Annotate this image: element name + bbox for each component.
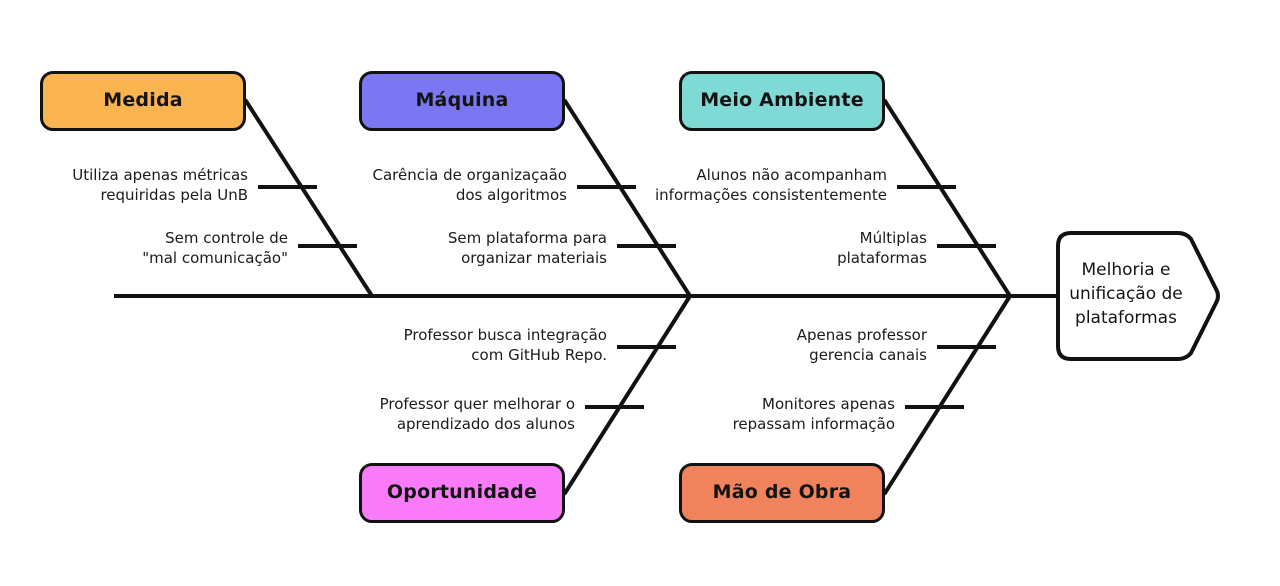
category-label-maquina: Máquina [415,89,509,112]
cause-medida-1: Utiliza apenas métricas requiridas pela … [72,166,248,205]
rib-medida [244,99,374,298]
category-box-meio-ambiente[interactable]: Meio Ambiente [679,71,885,131]
category-label-oportunidade: Oportunidade [386,481,538,504]
rib-oportunidade [563,294,692,495]
category-box-oportunidade[interactable]: Oportunidade [359,463,565,523]
category-box-mao-de-obra[interactable]: Mão de Obra [679,463,885,523]
rib-maquina [563,99,692,298]
cause-maquina-2: Sem plataforma para organizar materiais [447,229,607,268]
category-label-medida: Medida [103,89,183,112]
category-label-meio-ambiente: Meio Ambiente [700,89,864,112]
category-box-maquina[interactable]: Máquina [359,71,565,131]
rib-mao-de-obra [883,294,1012,495]
cause-maquina-1: Carência de organizaçaão dos algoritmos [372,166,567,205]
effect-label: Melhoria e unificação de plataformas [1069,260,1183,329]
cause-meio-ambiente-2: Múltiplas plataformas [837,229,927,268]
cause-medida-2: Sem controle de "mal comunicação" [142,229,288,268]
rib-meio-ambiente [883,99,1012,298]
category-label-mao-de-obra: Mão de Obra [712,481,852,504]
cause-oportunidade-1: Professor busca integração com GitHub Re… [403,326,607,365]
cause-mao-de-obra-2: Monitores apenas repassam informação [732,395,895,434]
cause-oportunidade-2: Professor quer melhorar o aprendizado do… [379,395,575,434]
cause-mao-de-obra-1: Apenas professor gerencia canais [796,326,927,365]
category-box-medida[interactable]: Medida [40,71,246,131]
cause-meio-ambiente-1: Alunos não acompanham informações consis… [655,166,887,205]
effect-box [1056,231,1220,361]
